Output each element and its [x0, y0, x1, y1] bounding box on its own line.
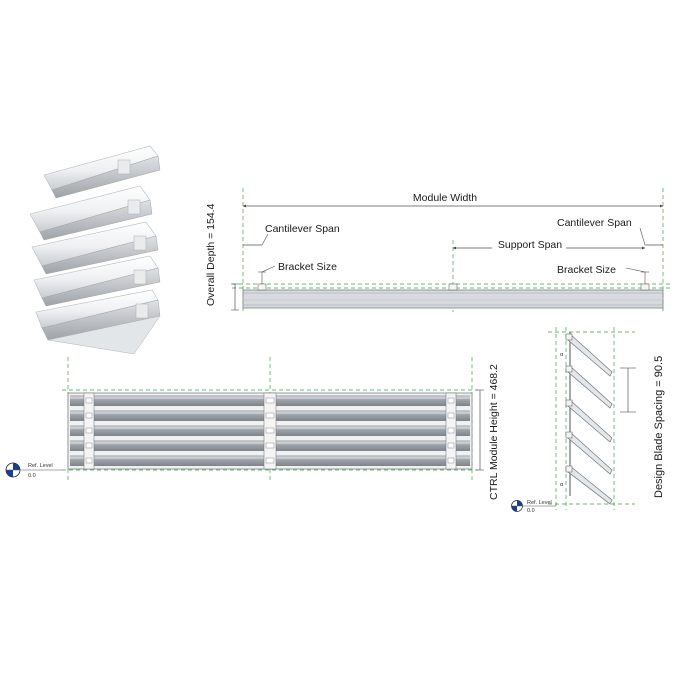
blade-4 — [33, 255, 161, 307]
cantilever-left-label: Cantilever Span — [265, 223, 340, 235]
plan-bracket-left — [257, 283, 267, 291]
module-width-label: Module Width — [413, 192, 477, 204]
bracket-2 — [127, 199, 141, 215]
plan-blade-body — [242, 289, 664, 309]
elevation-view: CTRL Module Height = 468.2 Ref. Level 0.… — [5, 357, 500, 500]
section-clips — [565, 333, 573, 473]
section-view: α α Design Blade Spacing = 90.5 Ref. Lev… — [511, 327, 665, 514]
plan-view: Module Width Cantilever Span Cantilever … — [205, 188, 670, 312]
cantilever-right-label: Cantilever Span — [557, 217, 632, 229]
module-height-label: CTRL Module Height = 468.2 — [488, 364, 500, 500]
ref-level-marker-section: Ref. Level 0.0 — [511, 500, 556, 514]
louvre-3d-render — [29, 145, 161, 355]
bracket-4 — [133, 269, 147, 285]
ref-level-label-section: Ref. Level — [527, 500, 552, 506]
bracket-1 — [117, 159, 131, 175]
bracket-5 — [135, 303, 149, 319]
ref-level-value-elevation: 0.0 — [28, 473, 36, 479]
bracket-3 — [133, 235, 147, 251]
section-guides — [548, 327, 635, 510]
blade-3 — [31, 221, 159, 275]
bracket-left-label: Bracket Size — [278, 261, 337, 273]
section-angle-bottom: α — [560, 482, 564, 488]
section-angle-top: α — [560, 352, 564, 358]
section-blades — [567, 333, 613, 505]
bracket-right-label: Bracket Size — [557, 264, 616, 276]
blade-1 — [43, 145, 161, 199]
elevation-guides — [62, 357, 478, 482]
ref-level-label-elevation: Ref. Level — [28, 463, 53, 469]
overall-depth-label: Overall Depth = 154.4 — [205, 203, 217, 306]
ref-level-marker-elevation: Ref. Level 0.0 — [5, 462, 62, 479]
plan-bracket-right — [640, 283, 650, 291]
ref-level-value-section: 0.0 — [527, 508, 535, 514]
blade-spacing-label: Design Blade Spacing = 90.5 — [653, 356, 665, 498]
blade-5 — [35, 289, 161, 355]
support-span-label: Support Span — [498, 239, 562, 251]
plan-bracket-mid — [448, 283, 458, 291]
blade-2 — [29, 185, 153, 241]
